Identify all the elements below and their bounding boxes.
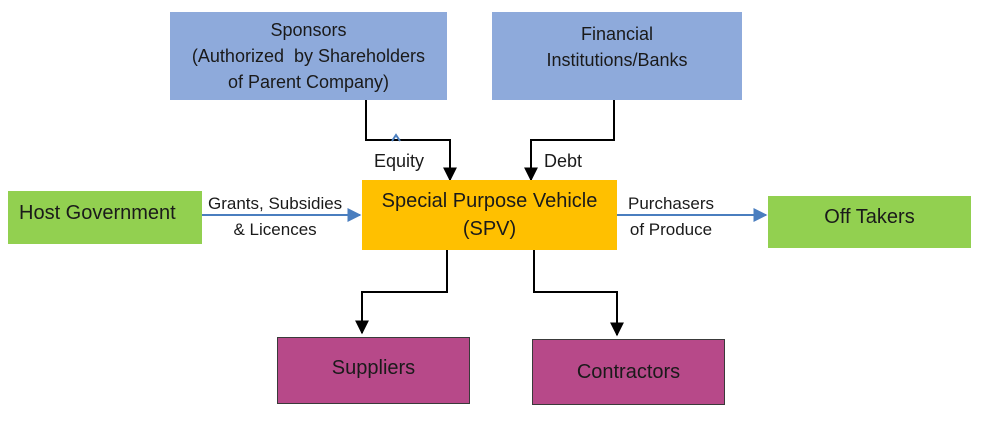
sponsors-line-2: (Authorized by Shareholders (191, 46, 426, 66)
equity-label: Equity (374, 151, 425, 171)
banks-line-2: Institutions/Banks (546, 50, 688, 70)
banks-box: Financial Institutions/Banks (492, 12, 742, 100)
sponsors-box: Sponsors (Authorized by Shareholders of … (170, 12, 447, 100)
sponsors-line-1: Sponsors (270, 20, 347, 40)
equity-tick-mark (391, 133, 401, 142)
spv-box: Special Purpose Vehicle (SPV) (362, 180, 617, 250)
purchasers-line-1: Purchasers (628, 194, 714, 213)
off-takers-label: Off Takers (824, 205, 915, 228)
contractors-box: Contractors (532, 339, 725, 405)
contractors-connector (533, 250, 624, 337)
off-takers-box: Off Takers (768, 196, 971, 248)
purchasers-line-2: of Produce (629, 220, 713, 239)
sponsors-line-3: of Parent Company) (227, 72, 390, 92)
suppliers-box: Suppliers (277, 337, 470, 404)
contractors-label: Contractors (576, 360, 681, 383)
host-government-box: Host Government (8, 191, 202, 244)
grants-label: Grants, Subsidies & Licences (208, 191, 342, 243)
debt-connector (524, 100, 615, 182)
spv-line-1: Special Purpose Vehicle (381, 190, 598, 212)
banks-line-1: Financial (580, 24, 654, 44)
debt-label: Debt (544, 151, 583, 171)
purchasers-label: Purchasers of Produce (628, 191, 714, 243)
equity-connector (365, 100, 457, 182)
suppliers-connector (355, 250, 448, 335)
suppliers-label: Suppliers (331, 357, 416, 379)
spv-line-2: (SPV) (462, 218, 517, 240)
host-government-label: Host Government (19, 202, 176, 224)
grants-line-2: & Licences (233, 220, 317, 239)
grants-line-1: Grants, Subsidies (208, 194, 343, 213)
